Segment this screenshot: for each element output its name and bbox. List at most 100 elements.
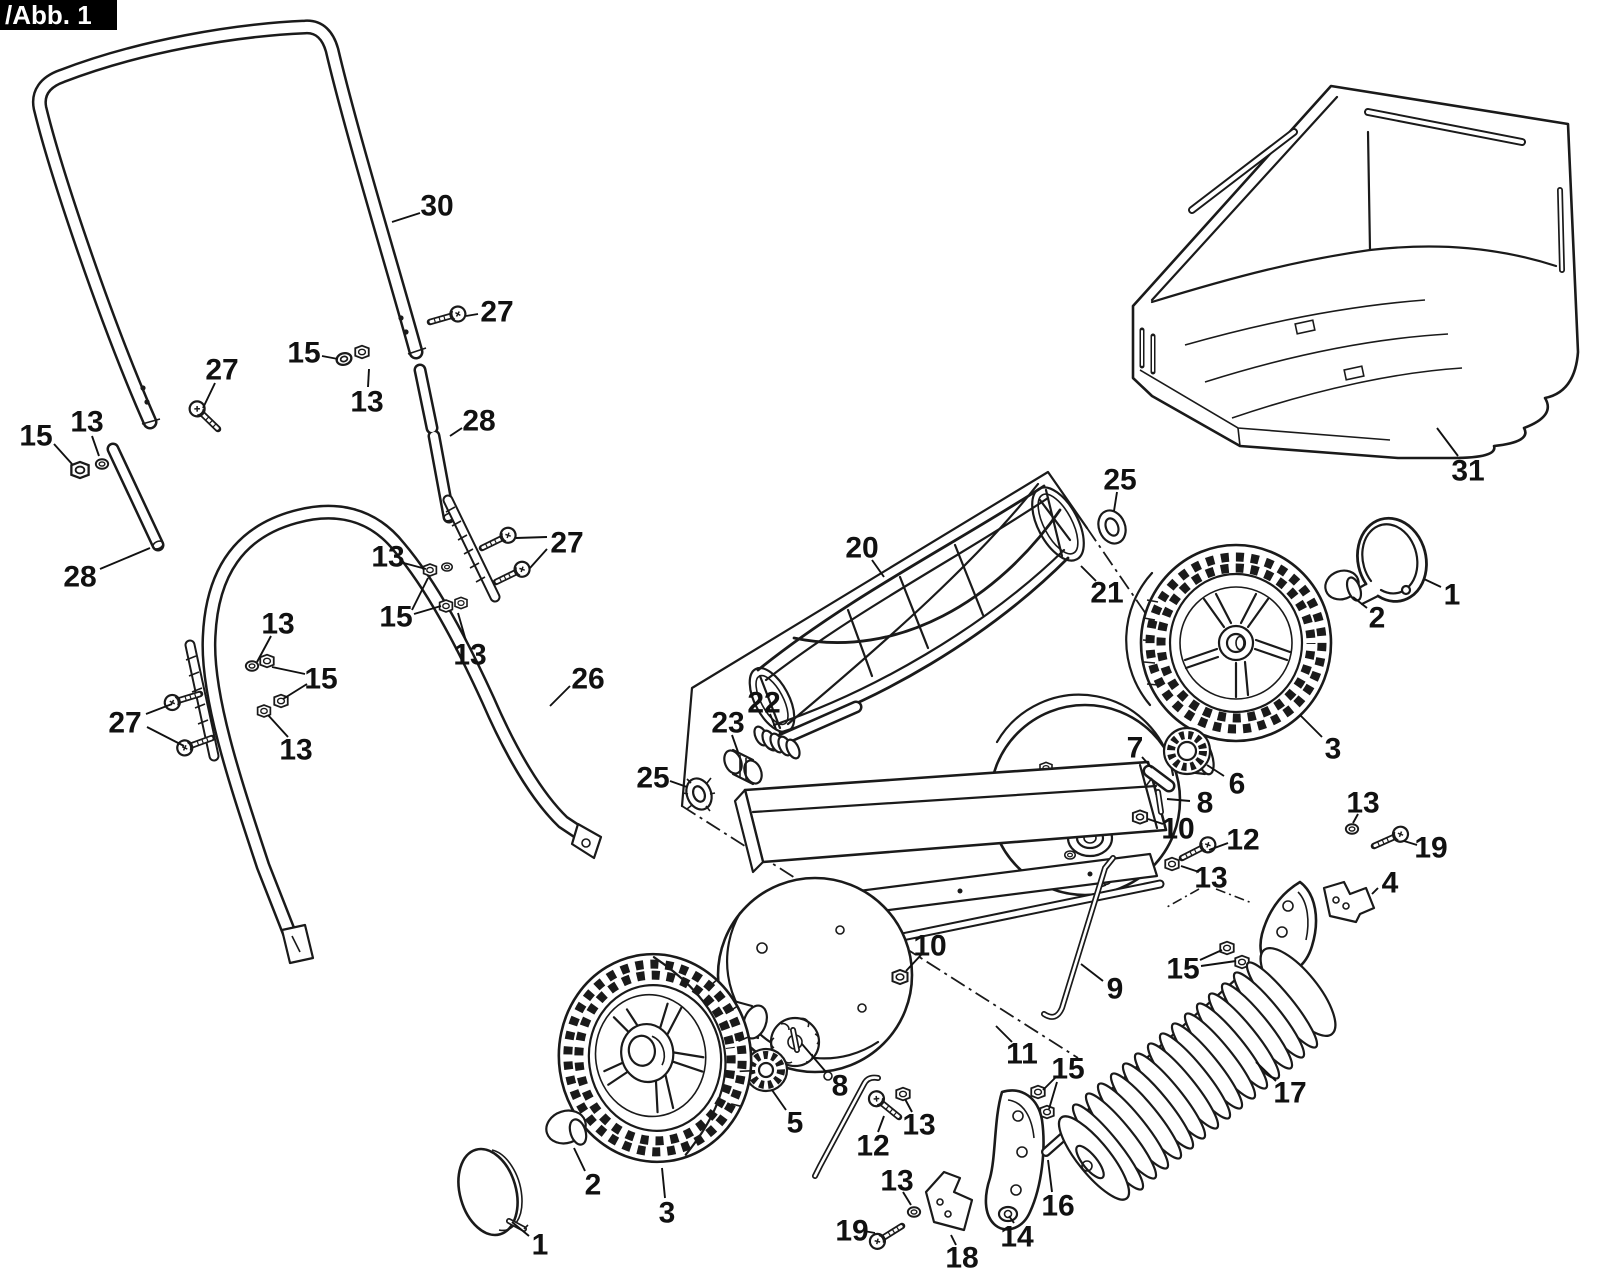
wheel-left bbox=[557, 952, 753, 1164]
callout-25: 25 bbox=[1103, 464, 1136, 497]
callout-leader-11 bbox=[995, 1025, 1013, 1043]
callout-27: 27 bbox=[550, 527, 583, 560]
pinion-gear-right bbox=[1162, 726, 1215, 776]
callout-20: 20 bbox=[845, 532, 878, 565]
callout-leader-13 bbox=[902, 1191, 912, 1206]
callout-4: 4 bbox=[1382, 867, 1399, 900]
lower-handle bbox=[201, 504, 603, 965]
callout-8: 8 bbox=[832, 1070, 849, 1103]
nut-13 bbox=[422, 563, 438, 577]
callout-leader-8 bbox=[801, 1043, 827, 1073]
callout-leader-13 bbox=[1180, 865, 1200, 873]
callout-leader-19 bbox=[863, 1230, 876, 1234]
callout-leader-15 bbox=[1200, 960, 1237, 967]
callout-19: 19 bbox=[1414, 832, 1447, 865]
callout-leader-8 bbox=[1166, 798, 1191, 802]
drive-spring bbox=[753, 725, 801, 760]
bolt-27 bbox=[493, 559, 532, 588]
nut-15 bbox=[70, 460, 90, 480]
callout-28: 28 bbox=[63, 561, 96, 594]
callout-12: 12 bbox=[1226, 824, 1259, 857]
bolt-27 bbox=[479, 525, 518, 554]
callout-27: 27 bbox=[205, 354, 238, 387]
callout-leader-22 bbox=[769, 713, 777, 730]
callout-leader-5 bbox=[771, 1089, 787, 1111]
plate-stud bbox=[1064, 850, 1076, 860]
callout-26: 26 bbox=[571, 663, 604, 696]
callout-31: 31 bbox=[1451, 455, 1484, 488]
wheel-right-spokes bbox=[1183, 592, 1292, 699]
washer-13-far-right bbox=[1344, 823, 1360, 835]
callout-leader-2 bbox=[1352, 596, 1368, 609]
callout-leader-19 bbox=[1403, 840, 1418, 846]
callout-leader-9 bbox=[1080, 963, 1104, 982]
nut-13-left bbox=[895, 1086, 911, 1102]
callout-19: 19 bbox=[835, 1215, 868, 1248]
callout-leader-15 bbox=[271, 666, 306, 675]
connector-tube-left bbox=[106, 442, 165, 552]
callout-12: 12 bbox=[856, 1130, 889, 1163]
bearing-washer-left bbox=[682, 777, 716, 812]
callout-leader-13 bbox=[1352, 813, 1359, 824]
callout-25: 25 bbox=[636, 762, 669, 795]
callout-leader-14 bbox=[1008, 1215, 1015, 1224]
nut-15 bbox=[1219, 940, 1235, 956]
callout-23: 23 bbox=[711, 707, 744, 740]
callout-leader-26 bbox=[549, 685, 571, 707]
nut-13 bbox=[454, 596, 468, 610]
bolt-19-left bbox=[867, 1220, 906, 1252]
callout-13: 13 bbox=[1346, 787, 1379, 820]
bolt-19-right bbox=[1371, 824, 1410, 853]
callout-leader-25 bbox=[1113, 491, 1118, 512]
callout-leader-27 bbox=[529, 548, 548, 569]
callout-17: 17 bbox=[1273, 1077, 1306, 1110]
alignment-lines bbox=[1166, 888, 1253, 908]
callout-leader-28 bbox=[99, 547, 151, 570]
callout-leader-12 bbox=[877, 1115, 885, 1133]
callout-leader-7 bbox=[1141, 756, 1153, 769]
callout-leader-27 bbox=[145, 703, 173, 715]
callout-leader-31 bbox=[1436, 427, 1459, 457]
axle-pin-left bbox=[790, 1027, 800, 1053]
bolt-27 bbox=[428, 305, 467, 329]
callout-30: 30 bbox=[420, 190, 453, 223]
callout-8: 8 bbox=[1197, 787, 1214, 820]
handle-assembly bbox=[31, 19, 603, 965]
callout-leader-27 bbox=[515, 536, 548, 539]
drive-coupling bbox=[723, 748, 763, 786]
callout-leader-15 bbox=[1042, 1076, 1057, 1091]
callout-11: 11 bbox=[1006, 1038, 1038, 1071]
hub-cap-left bbox=[545, 1109, 588, 1146]
callout-leader-15 bbox=[282, 683, 308, 700]
callout-leader-15 bbox=[1048, 1081, 1058, 1110]
callout-leader-27 bbox=[202, 382, 216, 409]
callout-leader-3 bbox=[1299, 714, 1323, 738]
callout-leader-13 bbox=[267, 714, 289, 738]
callout-16: 16 bbox=[1041, 1190, 1074, 1223]
callout-27: 27 bbox=[480, 296, 513, 329]
callout-leader-15 bbox=[53, 443, 73, 465]
nut-13-right bbox=[1164, 856, 1180, 872]
callout-7: 7 bbox=[1127, 732, 1144, 765]
callout-leader-25 bbox=[669, 780, 688, 788]
wheel-ring-cover-right bbox=[1350, 516, 1428, 606]
callout-leader-17 bbox=[1255, 1061, 1277, 1082]
lower-handle-right-tip bbox=[570, 822, 603, 860]
lower-handle-left-tip bbox=[280, 923, 315, 965]
callout-15: 15 bbox=[287, 337, 320, 370]
callout-15: 15 bbox=[1051, 1053, 1084, 1086]
callout-leader-13 bbox=[399, 561, 427, 570]
callout-leader-3 bbox=[661, 1167, 666, 1199]
callout-13: 13 bbox=[261, 608, 294, 641]
grass-catcher-body bbox=[1131, 84, 1580, 460]
callout-leader-13 bbox=[904, 1098, 913, 1113]
tire-tread-outer bbox=[563, 959, 747, 1157]
callout-15: 15 bbox=[304, 663, 337, 696]
callout-1: 1 bbox=[1444, 579, 1461, 612]
callout-2: 2 bbox=[1369, 602, 1386, 635]
wheel-disc-cover-left bbox=[457, 1147, 529, 1237]
callout-leader-10 bbox=[905, 954, 922, 972]
